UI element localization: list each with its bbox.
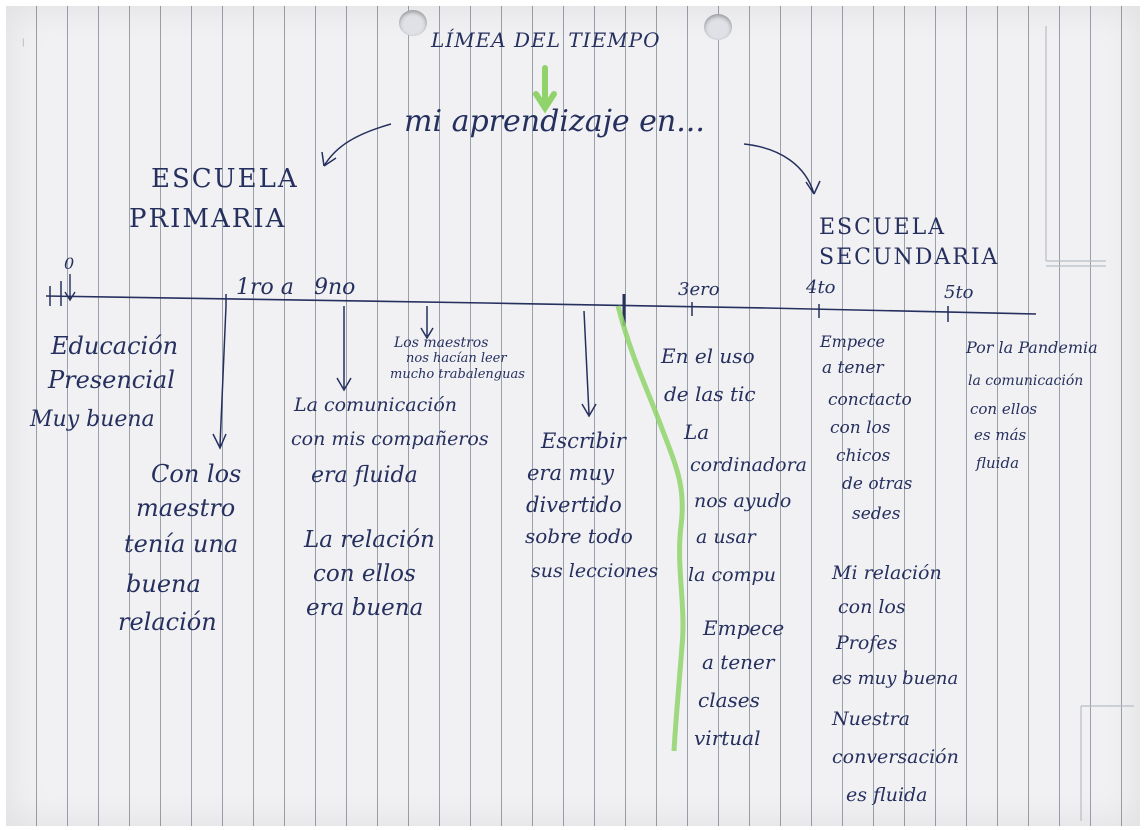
- note-tic-7: la compu: [688, 564, 776, 586]
- timeline-label-0: 0: [64, 254, 75, 273]
- page-title: LÍMEA DEL TIEMPO: [431, 28, 661, 52]
- note-comunicacion-3: era fluida: [311, 463, 418, 488]
- arrow-down-icon: [212, 305, 227, 450]
- note-contacto-1: Empece: [820, 332, 885, 351]
- margin-stamp: —: [18, 38, 28, 47]
- curved-arrow-left-icon: [323, 123, 392, 167]
- note-virtual-3: clases: [698, 688, 760, 712]
- note-maestro-5: relación: [118, 608, 217, 636]
- note-presencial-1: Educación: [51, 332, 179, 360]
- note-presencial-3: Muy buena: [30, 407, 155, 432]
- note-profes-6: conversación: [832, 746, 959, 768]
- note-maestro-3: tenía una: [124, 530, 239, 558]
- timeline-axis: [45, 295, 1037, 315]
- green-arrow-icon: [533, 65, 557, 114]
- green-divider-line: [615, 305, 686, 752]
- curved-arrow-right-icon: [743, 143, 815, 195]
- note-contacto-5: chicos: [836, 446, 891, 466]
- timeline-label-fifth: 5to: [944, 282, 974, 303]
- note-virtual-4: virtual: [694, 726, 761, 750]
- note-tic-4: cordinadora: [690, 454, 807, 476]
- note-relacion-2: con ellos: [313, 561, 416, 587]
- note-tic-1: En el uso: [661, 344, 755, 368]
- primary-school-line2: PRIMARIA: [129, 204, 287, 234]
- note-profes-1: Mi relación: [832, 562, 942, 584]
- note-trabalenguas-1: Los maestros: [394, 335, 489, 351]
- timeline-label-ninth: 9no: [314, 275, 356, 300]
- punch-hole-left: [399, 10, 427, 36]
- note-trabalenguas-2: nos hacían leer: [406, 351, 507, 366]
- secondary-school-line2: SECUNDARIA: [819, 245, 1000, 270]
- note-virtual-1: Empece: [703, 616, 785, 640]
- note-contacto-6: de otras: [842, 474, 913, 494]
- secondary-school-line1: ESCUELA: [819, 215, 947, 240]
- timeline-drawing: [45, 26, 1134, 821]
- note-tic-3: La: [684, 420, 710, 444]
- note-comunicacion-1: La comunicación: [294, 394, 457, 416]
- note-escribir-5: sus lecciones: [531, 560, 659, 582]
- note-profes-4: es muy buena: [832, 668, 959, 689]
- note-trabalenguas-3: mucho trabalenguas: [390, 367, 525, 382]
- note-comunicacion-2: con mis compañeros: [291, 428, 489, 450]
- punch-hole-right: [704, 14, 732, 40]
- note-escribir-1: Escribir: [541, 429, 626, 453]
- note-escribir-2: era muy: [527, 461, 614, 485]
- note-presencial-2: Presencial: [48, 366, 175, 394]
- note-contacto-7: sedes: [852, 504, 901, 524]
- subtitle: mi aprendizaje en...: [404, 104, 705, 139]
- note-contacto-3: conctacto: [828, 390, 912, 410]
- note-pandemia-1: Por la Pandemia: [966, 338, 1098, 357]
- timeline-label-fourth: 4to: [806, 277, 836, 298]
- note-contacto-4: con los: [830, 418, 891, 438]
- note-virtual-2: a tener: [702, 650, 775, 674]
- note-pandemia-3: con ellos: [970, 400, 1038, 418]
- note-profes-3: Profes: [836, 632, 898, 654]
- note-tic-5: nos ayudo: [694, 490, 792, 512]
- note-escribir-3: divertido: [526, 493, 622, 517]
- note-profes-5: Nuestra: [832, 708, 910, 730]
- notebook-page: — LÍMEA DEL TIEMPO mi aprendizaje en... …: [6, 6, 1140, 826]
- note-maestro-4: buena: [126, 570, 201, 598]
- note-pandemia-4: es más: [974, 426, 1027, 444]
- note-maestro-1: Con los: [151, 460, 242, 488]
- note-relacion-3: era buena: [306, 595, 424, 621]
- note-pandemia-5: fluida: [976, 454, 1020, 472]
- note-profes-7: es fluida: [846, 784, 928, 806]
- timeline-label-third: 3ero: [678, 279, 720, 300]
- note-tic-6: a usar: [696, 526, 756, 548]
- note-profes-2: con los: [838, 596, 906, 618]
- note-escribir-4: sobre todo: [525, 524, 633, 548]
- note-relacion-1: La relación: [304, 527, 435, 553]
- note-pandemia-2: la comunicación: [968, 373, 1084, 389]
- note-maestro-2: maestro: [136, 494, 236, 522]
- note-tic-2: de las tic: [664, 382, 756, 406]
- note-contacto-2: a tener: [822, 358, 884, 378]
- primary-school-line1: ESCUELA: [151, 164, 299, 194]
- timeline-label-first: 1ro a: [236, 275, 294, 300]
